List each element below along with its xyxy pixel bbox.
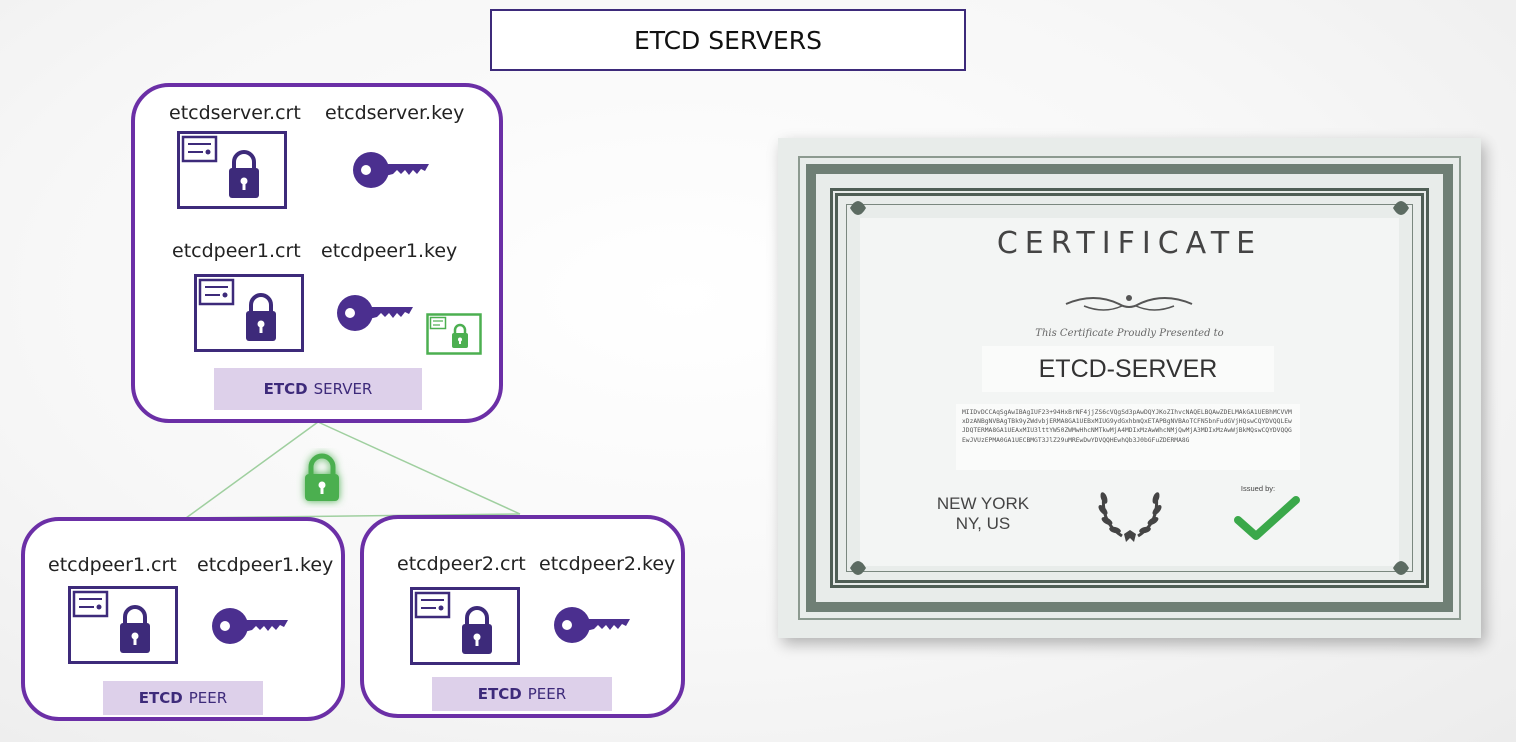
server-crt-label: etcdserver.crt: [169, 102, 301, 124]
laurel-wreath-icon: [1098, 492, 1162, 542]
checkmark-icon: [1234, 496, 1300, 540]
etcd-peer-badge-2: ETCD PEER: [432, 677, 612, 711]
certificate-city: NEW YORK: [936, 494, 1030, 513]
badge-text: PEER: [527, 685, 567, 703]
peer1-crt-label: etcdpeer1.crt: [48, 554, 177, 576]
server-peer-key-icon: [337, 293, 415, 333]
badge-text: SERVER: [313, 380, 373, 398]
etcd-peer-node-1: etcdpeer1.crt etcdpeer1.key ETCD PEER: [21, 517, 345, 721]
secure-lock-icon: [296, 448, 348, 508]
certificate-hash: MIIDvDCCAqSgAwIBAgIUF23+94HxBrNF4jjZS6cV…: [956, 404, 1300, 470]
peer1-key-icon: [212, 606, 290, 646]
badge-bold-text: ETCD: [138, 689, 183, 707]
certificate-state: NY, US: [955, 514, 1011, 533]
etcd-peer-node-2: etcdpeer2.crt etcdpeer2.key ETCD PEER: [360, 515, 685, 718]
peer2-key-label: etcdpeer2.key: [539, 553, 676, 575]
certificate-recipient: ETCD-SERVER: [982, 346, 1274, 392]
certificate-illustration: CERTIFICATE This Certificate Proudly Pre…: [778, 138, 1481, 638]
server-peer-crt-label: etcdpeer1.crt: [172, 240, 301, 262]
certificate-location: NEW YORK NY, US: [928, 494, 1038, 534]
badge-bold-text: ETCD: [263, 380, 308, 398]
page-title: ETCD SERVERS: [490, 9, 966, 71]
peer2-key-icon: [554, 605, 632, 645]
peer2-crt-label: etcdpeer2.crt: [397, 553, 526, 575]
peer1-certificate-icon: [68, 586, 178, 664]
etcd-peer-badge-1: ETCD PEER: [103, 681, 263, 715]
certificate-issued-by: Issued by:: [1240, 484, 1276, 493]
certificate-panel: [860, 218, 1399, 566]
badge-bold-text: ETCD: [477, 685, 522, 703]
flourish-ornament-icon: [1065, 295, 1193, 311]
server-certificate-icon: [177, 131, 287, 209]
server-key-label: etcdserver.key: [325, 102, 465, 124]
certificate-border: [798, 156, 1461, 620]
etcd-server-badge: ETCD SERVER: [214, 368, 422, 410]
peer2-certificate-icon: [410, 587, 520, 665]
corner-ornament-icons: [850, 201, 1409, 575]
signed-certificate-icon: [426, 313, 482, 355]
certificate-presented-text: This Certificate Proudly Presented to: [1035, 328, 1224, 339]
badge-text: PEER: [188, 689, 228, 707]
peer1-key-label: etcdpeer1.key: [197, 554, 334, 576]
server-key-icon: [353, 150, 431, 190]
server-peer-key-label: etcdpeer1.key: [321, 240, 458, 262]
server-peer-certificate-icon: [194, 274, 304, 352]
etcd-server-node: etcdserver.crt etcdserver.key etcdpeer1.…: [131, 83, 503, 423]
certificate-heading: CERTIFICATE: [996, 226, 1263, 261]
